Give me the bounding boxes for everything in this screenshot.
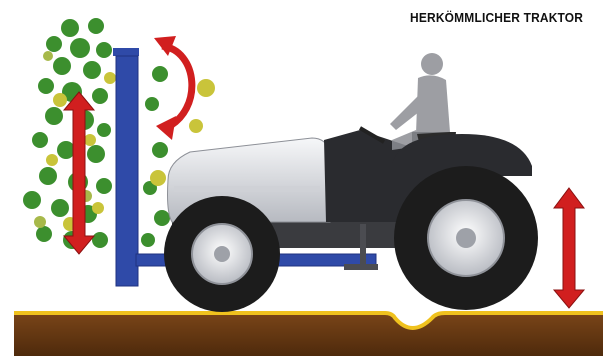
ground: [14, 313, 603, 356]
rotation-arrow-icon: [154, 36, 192, 140]
up-down-arrow-icon: [554, 188, 584, 308]
rear-wheel: [394, 166, 538, 310]
front-wheel: [164, 196, 280, 312]
tractor: [164, 53, 538, 312]
